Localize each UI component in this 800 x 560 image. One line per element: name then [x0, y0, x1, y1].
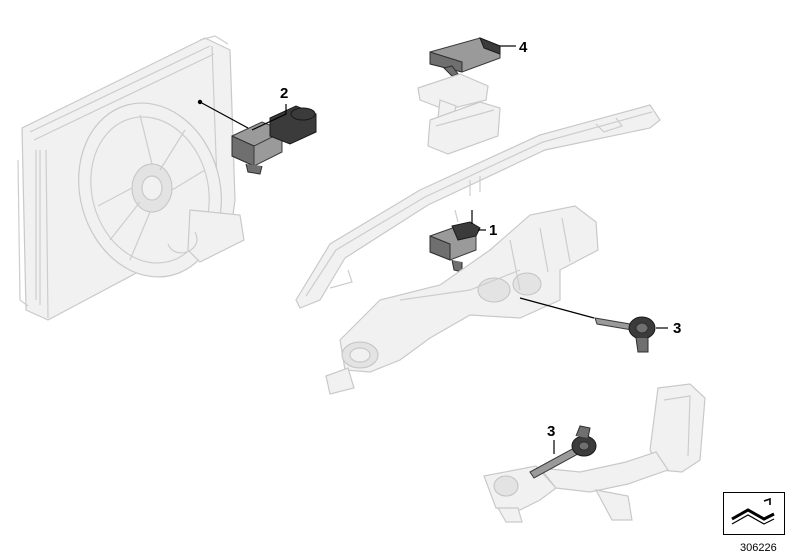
part-2-control-unit: [231, 105, 317, 175]
part-1-sensor: [429, 221, 481, 273]
leader-line-2-radiator: [199, 101, 249, 129]
reference-number: 306226: [740, 542, 777, 554]
callout-labels: 2 4 1 3 3: [280, 39, 681, 440]
air-duct-lower: [483, 383, 706, 523]
air-duct-upper: [325, 205, 599, 395]
rear-view-mirror: [417, 73, 501, 155]
leader-dot-2: [197, 99, 203, 105]
cross-car-beam: [295, 104, 661, 309]
orientation-symbol-box: [723, 492, 785, 535]
callout-3-lower: 3: [547, 423, 555, 440]
callout-2: 2: [280, 85, 288, 102]
callout-1: 1: [489, 222, 497, 239]
leader-line-2: [251, 104, 287, 131]
leader-line-3-upper: [519, 297, 595, 319]
part-3-temp-sensor-lower: [529, 425, 597, 479]
part-3-temp-sensor-upper: [594, 316, 656, 353]
orientation-arrow-icon: [731, 497, 775, 525]
part-4-rain-light-sensor: [429, 37, 501, 77]
leader-lines: [197, 45, 668, 454]
radiator-fan-assembly: [17, 35, 245, 321]
callout-3-upper: 3: [673, 320, 681, 337]
callout-4: 4: [519, 39, 528, 56]
